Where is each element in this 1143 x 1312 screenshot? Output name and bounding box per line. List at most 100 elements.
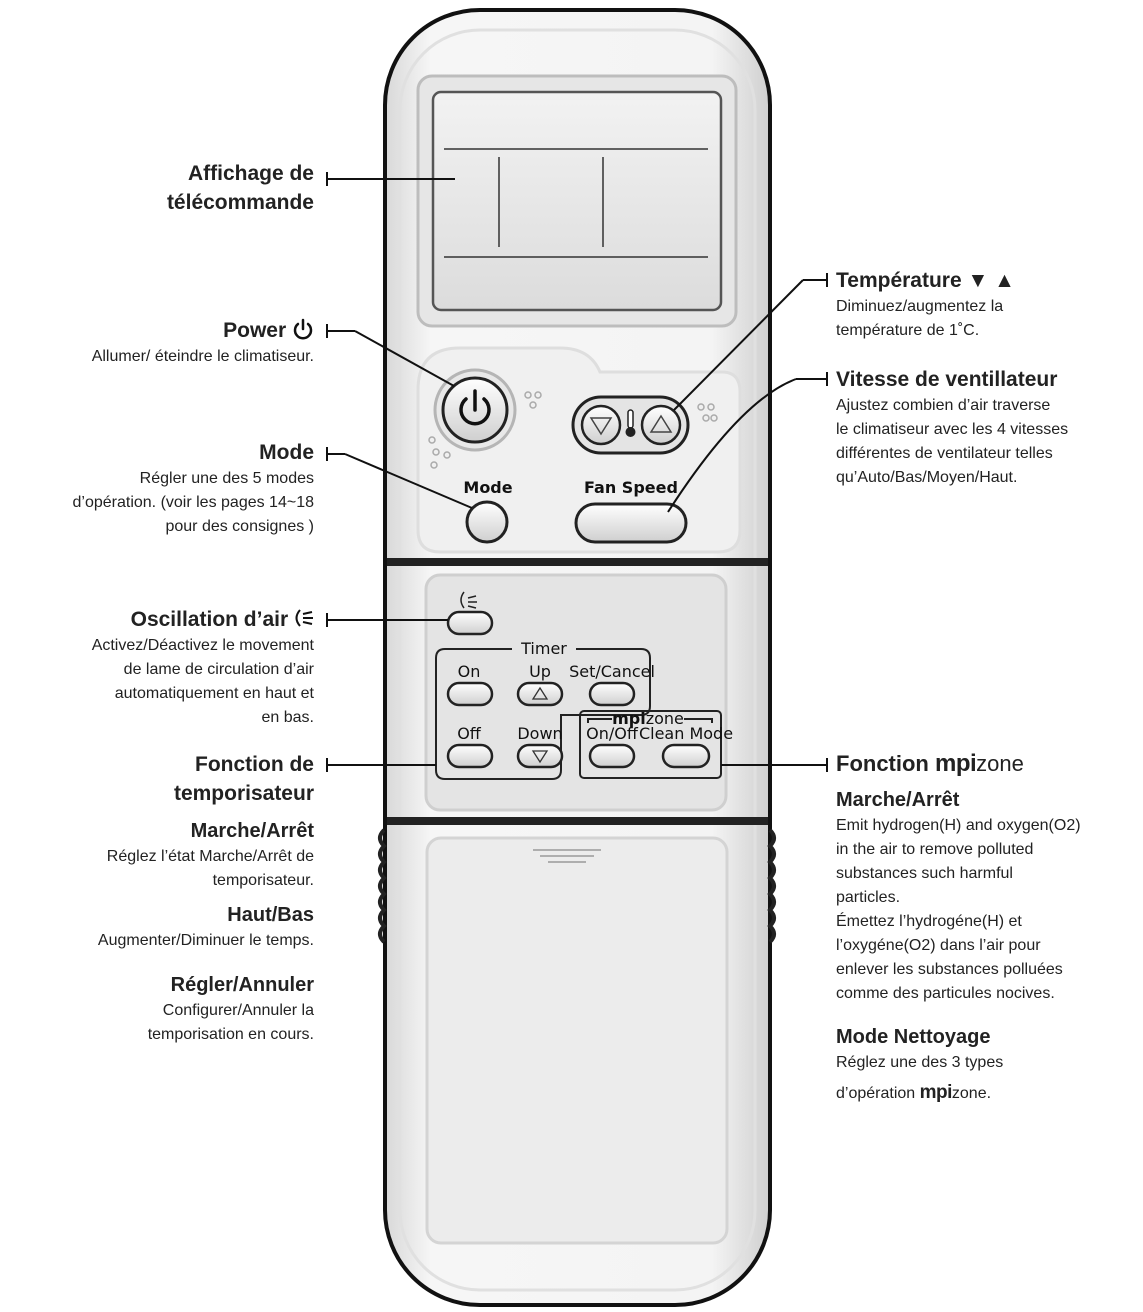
display-label-line1: Affichage de — [187, 162, 314, 185]
timer-off-label: Off — [457, 724, 482, 743]
timer-onoff-title: Marche/Arrêt — [190, 820, 314, 842]
timer-updown-title: Haut/Bas — [227, 904, 314, 926]
oscillation-description-line3: automatiquement en haut et — [114, 685, 314, 702]
mode-button[interactable] — [465, 500, 509, 544]
mpi-on-off-button[interactable] — [588, 743, 636, 769]
clean-mode-zone: zone — [951, 1085, 987, 1102]
fan-speed-description-line4: qu’Auto/Bas/Moyen/Haut. — [836, 469, 1018, 486]
timer-down-button[interactable] — [516, 743, 564, 769]
swing-button[interactable] — [446, 610, 494, 636]
mpi-description-line5: Émettez l’hydrogéne(H) et — [836, 913, 1022, 930]
grip-right — [767, 828, 776, 944]
set-cancel-label: Set/Cancel — [569, 662, 655, 681]
clean-mode-prefix: d’opération — [836, 1085, 916, 1102]
temp-down-button[interactable] — [580, 404, 622, 446]
divider — [387, 558, 768, 566]
grip-left — [378, 828, 387, 944]
temperature-description-line1: Diminuez/augmentez la — [836, 298, 1004, 315]
timer-down-label: Down — [517, 724, 562, 743]
mpi-function-title: Fonction mpizone — [836, 749, 1024, 778]
triangle-down-icon — [589, 417, 613, 436]
divider — [387, 817, 768, 825]
clean-mode-description-line1: Réglez une des 3 types — [836, 1054, 1004, 1071]
mpi-description-line1: Emit hydrogen(H) and oxygen(O2) — [836, 817, 1081, 834]
clean-mode-suffix: . — [986, 1085, 992, 1102]
timer-up-button[interactable] — [516, 681, 564, 707]
timer-label-line2: temporisateur — [173, 782, 314, 805]
timer-group — [435, 648, 651, 780]
mpi-zone: zone — [976, 751, 1024, 776]
timer-label-line1: Fonction de — [195, 753, 314, 776]
timer-setcancel-description-line1: Configurer/Annuler la — [162, 1002, 314, 1019]
temperature-description-line2: température de 1˚C. — [836, 322, 980, 339]
mpi-brand: mpi — [935, 750, 977, 777]
power-label-title: Power — [223, 319, 287, 342]
mpi-description-line6: l’oxygéne(O2) dans l’air pour — [836, 937, 1041, 954]
mode-description-line3: pour des consignes ) — [165, 518, 314, 535]
mpizone-group — [579, 710, 722, 779]
timer-label: Timer — [520, 639, 567, 658]
timer-updown-description: Augmenter/Diminuer le temps. — [97, 932, 314, 949]
fan-speed-description-line3: différentes de ventilateur telles — [836, 445, 1053, 462]
leader-lines — [326, 172, 828, 772]
fan-speed-button[interactable] — [574, 502, 688, 544]
timer-off-button[interactable] — [446, 743, 494, 769]
clean-mode-title: Mode Nettoyage — [836, 1026, 991, 1048]
mpi-description-line2: in the air to remove polluted — [836, 841, 1034, 858]
set-cancel-button[interactable] — [588, 681, 636, 707]
mpi-onoff-title: Marche/Arrêt — [836, 789, 960, 811]
clean-mode-description-line2: d’opération mpizone. — [836, 1081, 991, 1106]
clean-mode-button[interactable] — [661, 743, 711, 769]
temp-up-button[interactable] — [640, 404, 682, 446]
power-icon — [459, 389, 491, 426]
battery-cover-slider-icon — [533, 849, 601, 863]
power-button[interactable] — [433, 368, 517, 452]
timer-on-button[interactable] — [446, 681, 494, 707]
power-description: Allumer/ éteindre le climatiseur. — [91, 348, 314, 365]
power-icon — [293, 318, 313, 340]
timer-setcancel-description-line2: temporisation en cours. — [147, 1026, 314, 1043]
oscillation-description-line1: Activez/Déactivez le movement — [91, 637, 314, 654]
clean-mode-brand: mpi — [919, 1082, 953, 1103]
timer-setcancel-title: Régler/Annuler — [170, 974, 314, 996]
mpi-description-line8: comme des particules nocives. — [836, 985, 1055, 1002]
timer-on-label: On — [458, 662, 481, 681]
mpi-function-prefix: Fonction — [836, 751, 929, 776]
temperature-control — [571, 395, 690, 455]
oscillation-description-line2: de lame de circulation d’air — [123, 661, 314, 678]
fan-speed-description-line1: Ajustez combien d’air traverse — [836, 397, 1051, 414]
timer-up-label: Up — [529, 662, 551, 681]
oscillation-label-title: Oscillation d’air — [130, 608, 289, 631]
mode-description-line1: Régler une des 5 modes — [139, 470, 314, 487]
triangle-up-icon — [531, 686, 549, 700]
power-label: Power — [223, 316, 314, 345]
mpi-on-off-label: On/Off — [586, 724, 639, 743]
timer-onoff-description-line1: Réglez l’état Marche/Arrêt de — [106, 848, 314, 865]
mode-button-label: Mode — [463, 478, 512, 497]
timer-onoff-description-line2: temporisateur. — [212, 872, 314, 889]
thermometer-icon — [625, 409, 636, 437]
mode-description-line2: d’opération. (voir les pages 14~18 — [72, 494, 315, 511]
fan-speed-label-title: Vitesse de ventillateur — [836, 368, 1058, 391]
fan-speed-button-label: Fan Speed — [584, 478, 678, 497]
swing-icon — [460, 591, 477, 609]
mpi-description-line7: enlever les substances polluées — [836, 961, 1063, 978]
mpi-description-line3: substances such harmful — [836, 865, 1013, 882]
temperature-label-title: Température ▼ ▲ — [836, 269, 1015, 292]
lcd-display — [416, 74, 738, 328]
mode-label-title: Mode — [259, 441, 314, 464]
clean-mode-label: Clean Mode — [639, 724, 733, 743]
braille-dots — [428, 391, 718, 469]
battery-cover — [425, 836, 729, 1245]
mpi-description-line4: particles. — [836, 889, 901, 906]
oscillation-label: Oscillation d’air — [131, 605, 314, 634]
lower-panel — [424, 573, 728, 812]
triangle-up-icon — [649, 414, 673, 433]
swing-icon — [295, 609, 313, 627]
triangle-down-icon — [531, 750, 549, 764]
fan-speed-description-line2: le climatiseur avec les 4 vitesses — [836, 421, 1069, 438]
oscillation-description-line4: en bas. — [261, 709, 314, 726]
display-label-line2: télécommande — [166, 191, 314, 214]
mpizone-label: mpizone — [612, 709, 684, 728]
